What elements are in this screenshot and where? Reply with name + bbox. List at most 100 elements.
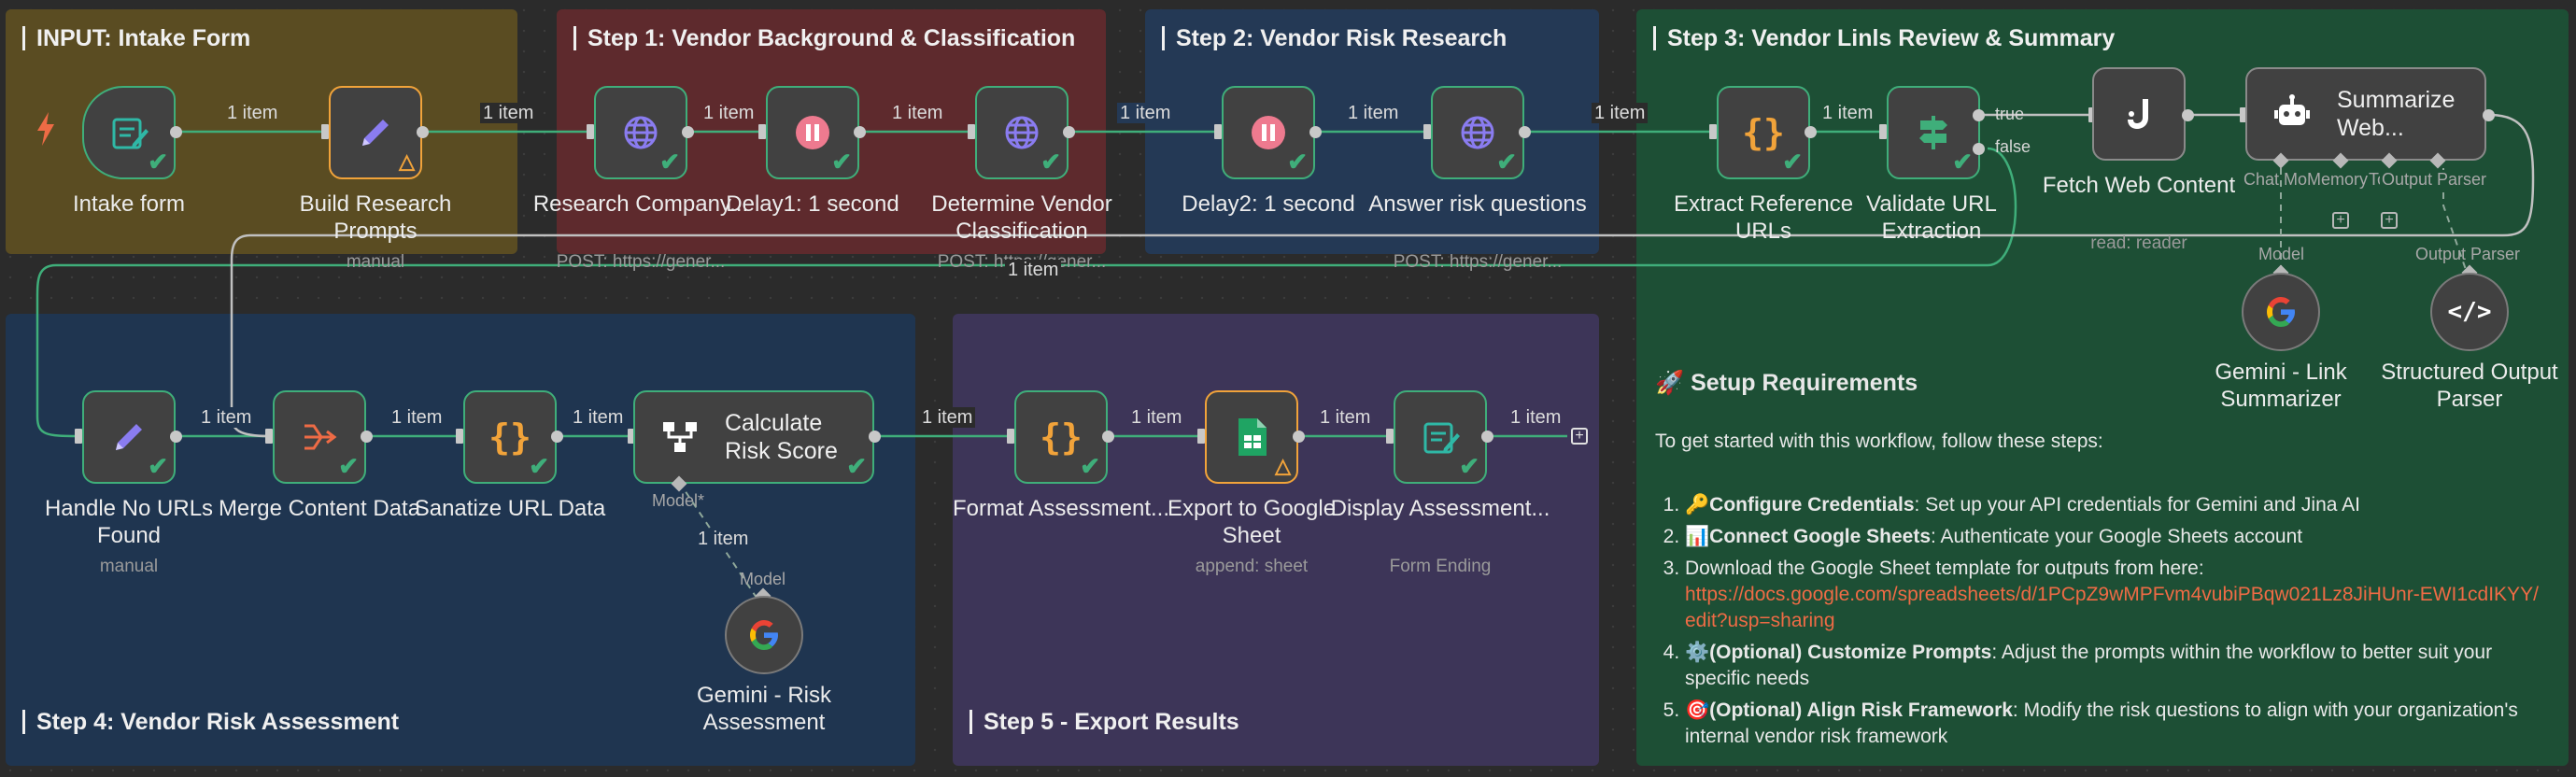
setup-title: 🚀 Setup Requirements: [1655, 370, 1918, 396]
output-port[interactable]: [869, 431, 881, 443]
node-gemini-link[interactable]: [2242, 273, 2320, 351]
node-label: Merge Content Data: [218, 496, 421, 521]
google-icon: [2263, 294, 2299, 330]
sticky-step4[interactable]: Step 4: Vendor Risk Assessment: [6, 314, 915, 766]
code-tag-icon: </>: [2447, 298, 2492, 326]
node-label: Handle No URLs Found: [44, 496, 214, 548]
node-sublabel: POST: https://gener...: [1393, 252, 1563, 272]
node-delay2[interactable]: ✔: [1222, 86, 1315, 179]
output-port[interactable]: [2483, 109, 2495, 121]
input-port[interactable]: [2240, 107, 2247, 122]
node-research-company[interactable]: ✔: [594, 86, 687, 179]
output-port[interactable]: [170, 126, 182, 138]
setup-step-strong: (Optional) Customize Prompts: [1709, 642, 1992, 663]
node-sublabel: manual: [99, 557, 159, 576]
node-delay1[interactable]: ✔: [766, 86, 859, 179]
output-port[interactable]: [417, 126, 429, 138]
node-answer-risk[interactable]: ✔: [1431, 86, 1524, 179]
input-port[interactable]: [1709, 124, 1717, 139]
success-check-icon: ✔: [1080, 452, 1100, 480]
input-port[interactable]: [1423, 124, 1431, 139]
sub-port-memory-label: Memory: [2307, 170, 2369, 189]
globe-icon: [1001, 112, 1042, 153]
node-summarize-web[interactable]: Summarize Web...: [2245, 67, 2486, 161]
gear-icon: ⚙️: [1685, 642, 1710, 663]
output-port[interactable]: [170, 431, 182, 443]
output-port[interactable]: [1063, 126, 1075, 138]
input-port[interactable]: [75, 429, 82, 444]
connection-item-count: 1 item: [1507, 407, 1564, 428]
input-port[interactable]: [321, 124, 329, 139]
output-port[interactable]: [551, 431, 563, 443]
output-port[interactable]: [1309, 126, 1322, 138]
node-extract-urls[interactable]: {} ✔: [1717, 86, 1810, 179]
sticky-step5[interactable]: Step 5 - Export Results: [953, 314, 1599, 766]
output-port[interactable]: [1293, 431, 1305, 443]
output-port[interactable]: [1481, 431, 1493, 443]
success-check-icon: ✔: [148, 148, 168, 176]
node-structured-parser[interactable]: </>: [2430, 273, 2509, 351]
setup-step: 🎯(Optional) Align Risk Framework: Modify…: [1685, 698, 2542, 750]
output-port[interactable]: [361, 431, 373, 443]
input-port[interactable]: [1386, 429, 1394, 444]
output-port[interactable]: [682, 126, 694, 138]
output-port[interactable]: [854, 126, 866, 138]
node-determine-vendor[interactable]: ✔: [975, 86, 1069, 179]
node-sanatize-url[interactable]: {} ✔: [463, 390, 557, 484]
node-merge-content[interactable]: ✔: [273, 390, 366, 484]
node-display-assessment[interactable]: ✔: [1394, 390, 1487, 484]
node-sublabel: Form Ending: [1389, 557, 1492, 576]
success-check-icon: ✔: [338, 452, 359, 480]
input-port[interactable]: [628, 429, 635, 444]
input-port[interactable]: [1214, 124, 1222, 139]
node-calculate-risk[interactable]: Calculate Risk Score ✔: [633, 390, 874, 484]
output-port[interactable]: [1519, 126, 1531, 138]
output-port-true[interactable]: [1973, 109, 1985, 121]
input-port[interactable]: [1879, 124, 1887, 139]
add-memory-button[interactable]: +: [2332, 212, 2349, 229]
add-tool-button[interactable]: +: [2381, 212, 2398, 229]
node-format-assessment[interactable]: {} ✔: [1014, 390, 1108, 484]
input-port[interactable]: [265, 429, 273, 444]
node-label: Determine Vendor Classification: [931, 191, 1112, 244]
node-export-sheet[interactable]: △: [1205, 390, 1298, 484]
pencil-icon: [108, 417, 149, 458]
node-sublabel: read: reader: [2090, 233, 2187, 253]
output-port[interactable]: [1102, 431, 1114, 443]
node-label: Display Assessment...: [1330, 496, 1550, 521]
node-intake-form[interactable]: ✔: [82, 86, 176, 179]
input-port[interactable]: [968, 124, 975, 139]
code-braces-icon: {}: [1040, 417, 1083, 458]
node-build-research-prompts[interactable]: △: [329, 86, 422, 179]
form-icon: [108, 112, 149, 153]
output-port[interactable]: [2182, 109, 2194, 121]
node-handle-no-urls[interactable]: ✔: [82, 390, 176, 484]
input-port[interactable]: [1197, 429, 1205, 444]
input-port[interactable]: [456, 429, 463, 444]
pencil-icon: [355, 112, 396, 153]
input-port[interactable]: [587, 124, 594, 139]
sticky-step4-title: Step 4: Vendor Risk Assessment: [22, 710, 399, 734]
input-port[interactable]: [758, 124, 766, 139]
robot-icon: [2272, 93, 2313, 134]
sticky-step1-title: Step 1: Vendor Background & Classificati…: [573, 26, 1075, 50]
warning-triangle-icon: △: [1275, 454, 1291, 477]
add-node-button[interactable]: +: [1571, 428, 1588, 445]
warning-triangle-icon: △: [399, 149, 415, 173]
node-fetch-web[interactable]: [2092, 67, 2186, 161]
setup-step-strong: Connect Google Sheets: [1709, 526, 1932, 547]
sub-port-parser-label: Output Parser: [2380, 170, 2487, 190]
merge-icon: [299, 417, 340, 458]
success-check-icon: ✔: [1287, 148, 1308, 176]
output-port-false[interactable]: [1973, 143, 1985, 155]
output-port[interactable]: [1805, 126, 1817, 138]
node-validate-url[interactable]: ✔: [1887, 86, 1980, 179]
template-link[interactable]: https://docs.google.com/spreadsheets/d/1…: [1685, 584, 2539, 631]
success-check-icon: ✔: [1040, 148, 1061, 176]
node-gemini-risk[interactable]: [725, 596, 803, 674]
input-port[interactable]: [1007, 429, 1014, 444]
key-icon: 🔑: [1685, 494, 1710, 516]
connection-item-count: 1 item: [480, 103, 537, 123]
node-label: Calculate Risk Score: [725, 410, 838, 464]
sticky-step2-title: Step 2: Vendor Risk Research: [1162, 26, 1507, 50]
